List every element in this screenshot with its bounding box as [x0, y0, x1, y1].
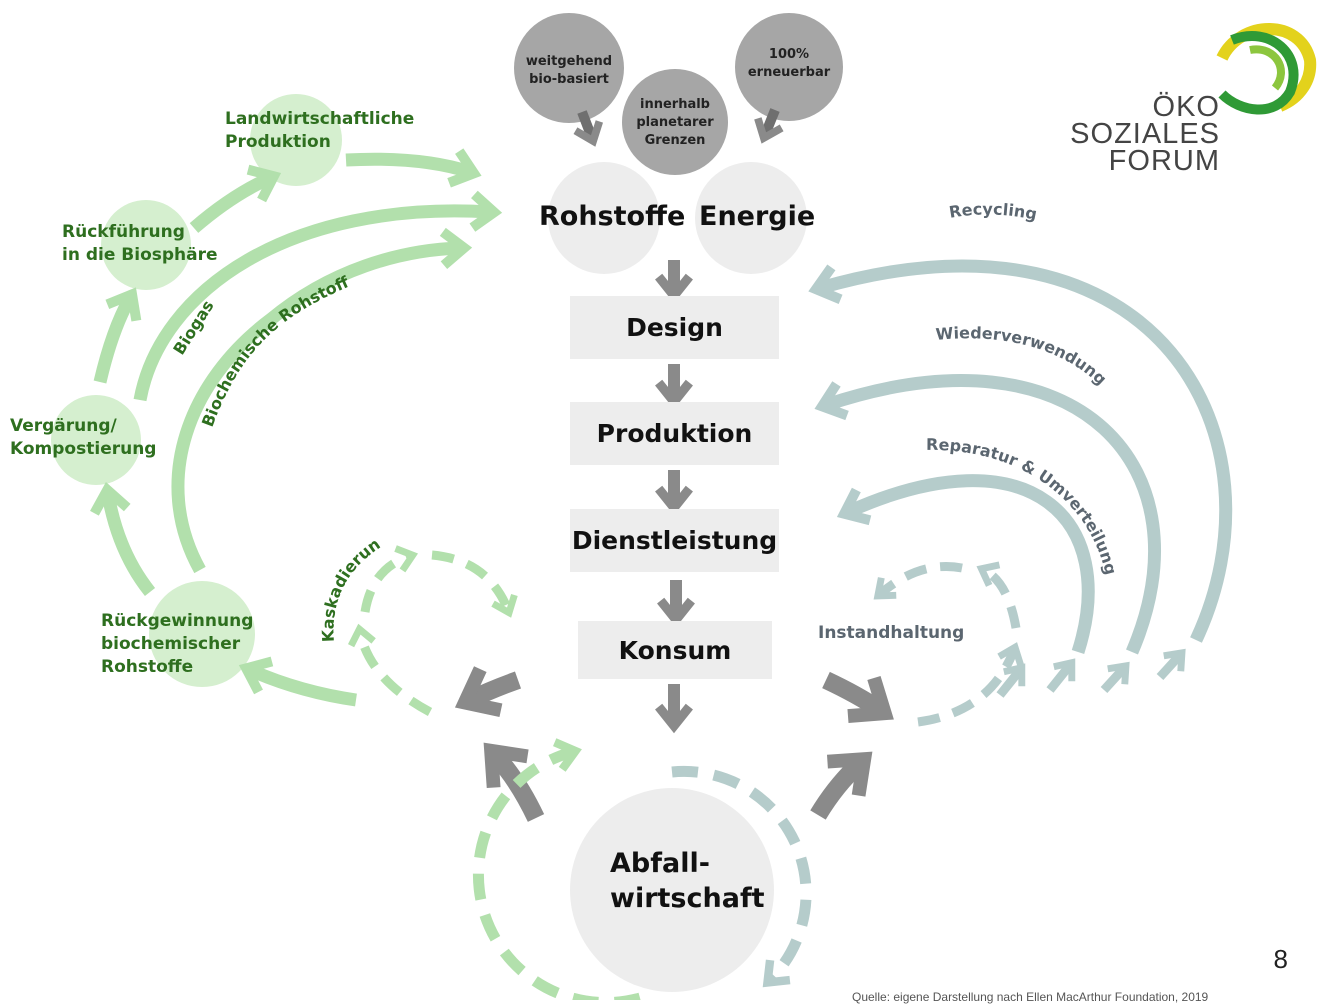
label-recycling: Recycling: [948, 199, 1039, 223]
label-recovery: Rückgewinnung biochemischer Rohstoffe: [101, 611, 254, 677]
input-bubble-planetary: [622, 69, 728, 175]
page-number: 8: [1273, 944, 1288, 974]
node-compost: [51, 395, 141, 485]
bio-cycle-arrows: [90, 148, 503, 707]
raw-materials-label: Rohstoffe: [539, 201, 686, 232]
tech-cycle-arcs: [808, 259, 1233, 655]
stage-service: Dienstleistung: [570, 509, 779, 572]
stage-design: Design: [570, 296, 779, 359]
input-bio-text: weitgehend bio-basiert: [525, 54, 613, 87]
waste-circle: [570, 788, 774, 992]
stage-consumption: Konsum: [578, 621, 772, 679]
central-flow-arrows: [655, 260, 695, 734]
input-arrow-left: [573, 110, 604, 147]
stage-production: Produktion: [570, 402, 779, 465]
input-arrow-right: [754, 108, 784, 144]
oekosoziales-forum-logo-icon: [1216, 23, 1317, 115]
node-agri: [250, 94, 342, 186]
tech-small-arrows: [996, 648, 1186, 698]
input-bubble-renewable: [735, 13, 843, 121]
node-biosphere: [101, 200, 191, 290]
resource-circle-energy: [695, 162, 807, 274]
input-planetary-text: innerhalb planetarer Grenzen: [636, 97, 714, 148]
resource-circle-raw: [548, 162, 660, 274]
node-recovery: [149, 581, 255, 687]
cascading-loop: [347, 545, 518, 716]
logo-line-2: SOZIALES: [1070, 118, 1220, 150]
label-repair: Reparatur & Umverteilung: [926, 435, 1121, 577]
logo-wordmark: ÖKO SOZIALES FORUM: [1060, 91, 1220, 177]
source-note: Quelle: eigene Darstellung nach Ellen Ma…: [852, 990, 1209, 1004]
input-renewable-text: 100% erneuerbar: [747, 47, 831, 80]
waste-management-label: Abfall- wirtschaft: [610, 848, 765, 914]
logo-line-3: FORUM: [1108, 145, 1220, 177]
maintenance-loop: [873, 561, 1024, 727]
label-composting: Vergärung/ Kompostierung: [10, 416, 157, 459]
input-bubble-bio: [514, 13, 624, 123]
label-agri-production: Landwirtschaftliche Produktion: [225, 109, 415, 152]
logo-line-1: ÖKO: [1152, 91, 1220, 123]
label-maintenance: Instandhaltung: [818, 623, 965, 643]
label-return-biosphere: Rückführung in die Biosphäre: [62, 222, 218, 265]
energy-label: Energie: [699, 201, 816, 232]
